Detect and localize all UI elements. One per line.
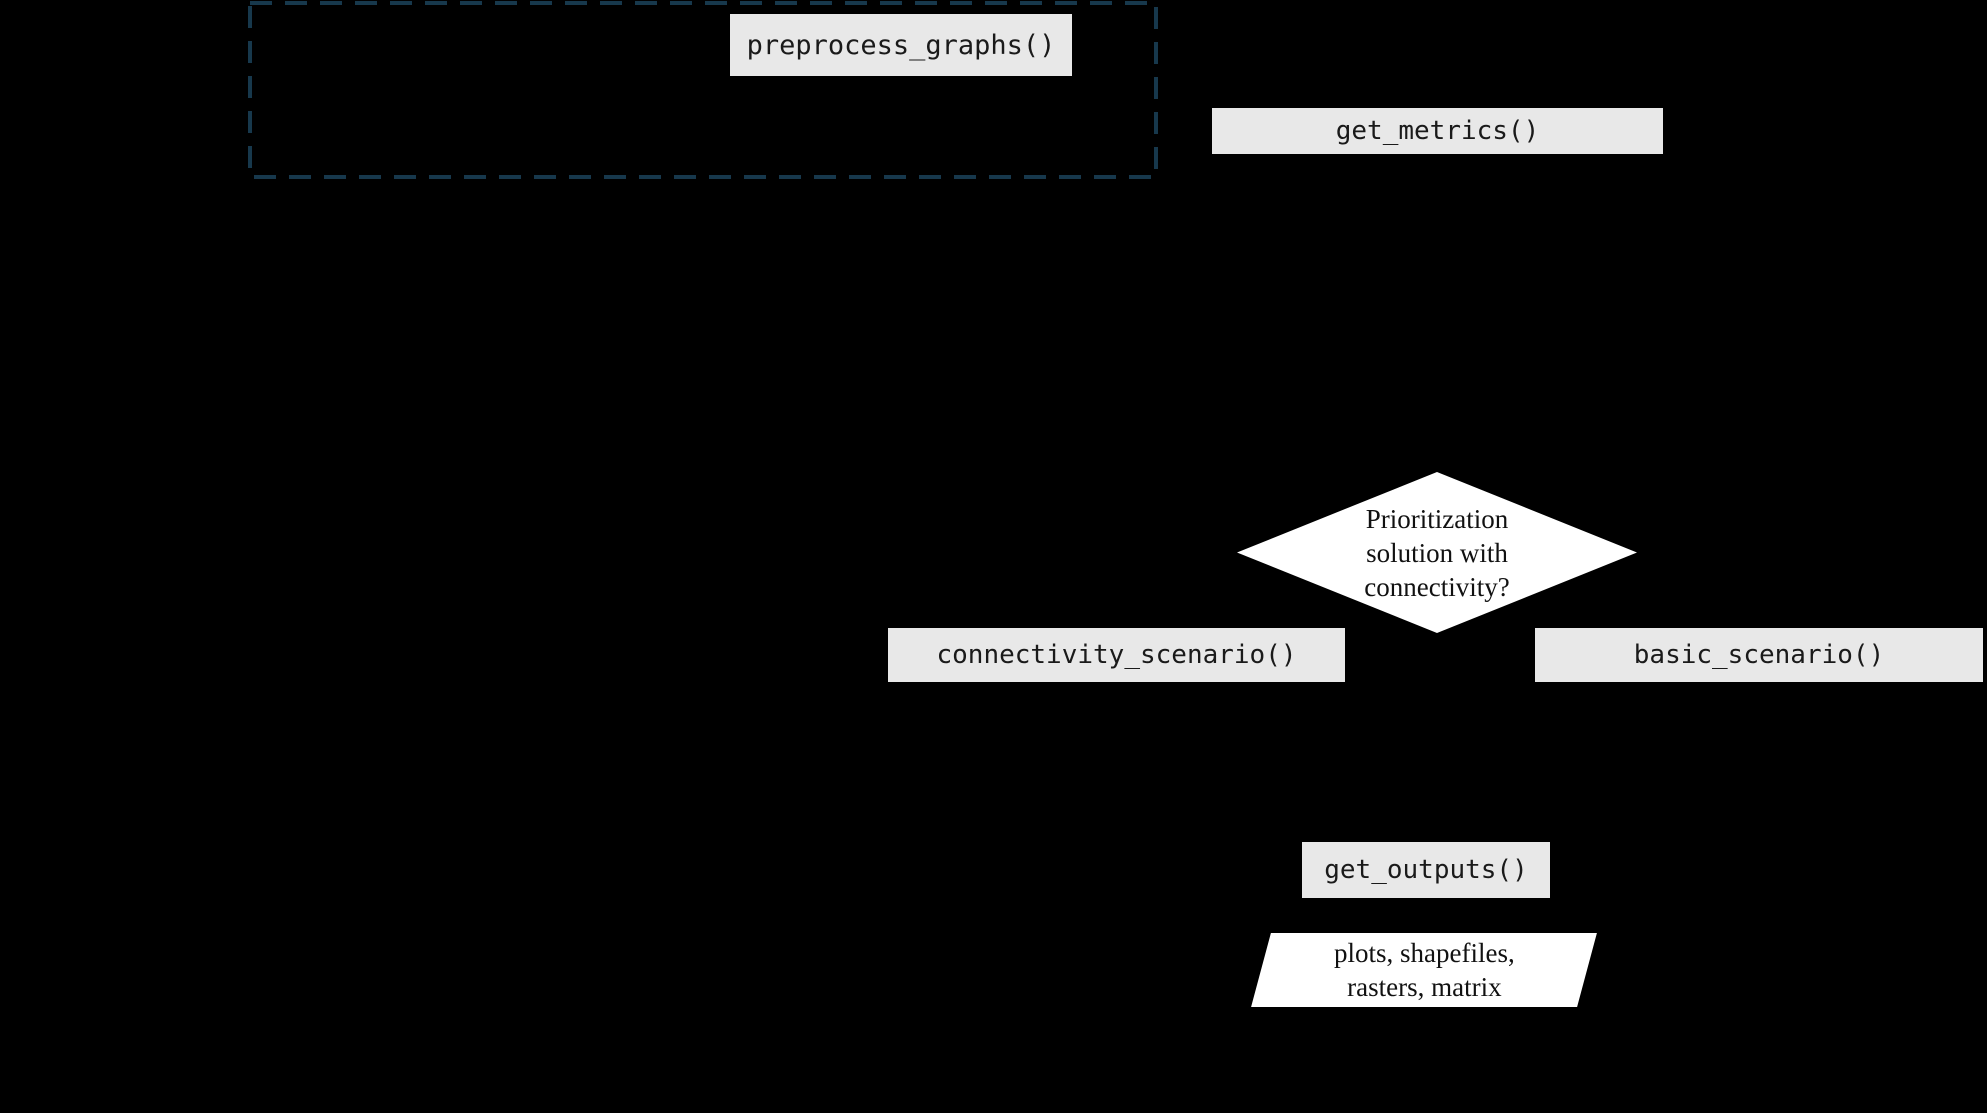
node-connectivity-scenario: connectivity_scenario(): [888, 628, 1345, 682]
node-basic-scenario: basic_scenario(): [1535, 628, 1983, 682]
node-get-metrics: get_metrics(): [1212, 108, 1663, 154]
preprocessing-dashed-region: [248, 1, 1158, 179]
decision-line-2: solution with: [1366, 537, 1508, 568]
outputs-parallelogram-text: plots, shapefiles, rasters, matrix: [1334, 936, 1515, 1004]
decision-diamond-text: Prioritization solution with connectivit…: [1364, 502, 1509, 604]
decision-line-1: Prioritization: [1365, 503, 1509, 534]
outputs-parallelogram: plots, shapefiles, rasters, matrix: [1251, 933, 1597, 1007]
decision-line-3: connectivity?: [1364, 571, 1510, 602]
decision-diamond: Prioritization solution with connectivit…: [1237, 472, 1637, 633]
dashed-region-border: [248, 1, 1158, 179]
outputs-line-2: rasters, matrix: [1346, 972, 1502, 1002]
node-preprocess-graphs: preprocess_graphs(): [730, 14, 1072, 76]
node-get-outputs: get_outputs(): [1302, 842, 1550, 898]
outputs-line-1: plots, shapefiles,: [1333, 938, 1515, 968]
